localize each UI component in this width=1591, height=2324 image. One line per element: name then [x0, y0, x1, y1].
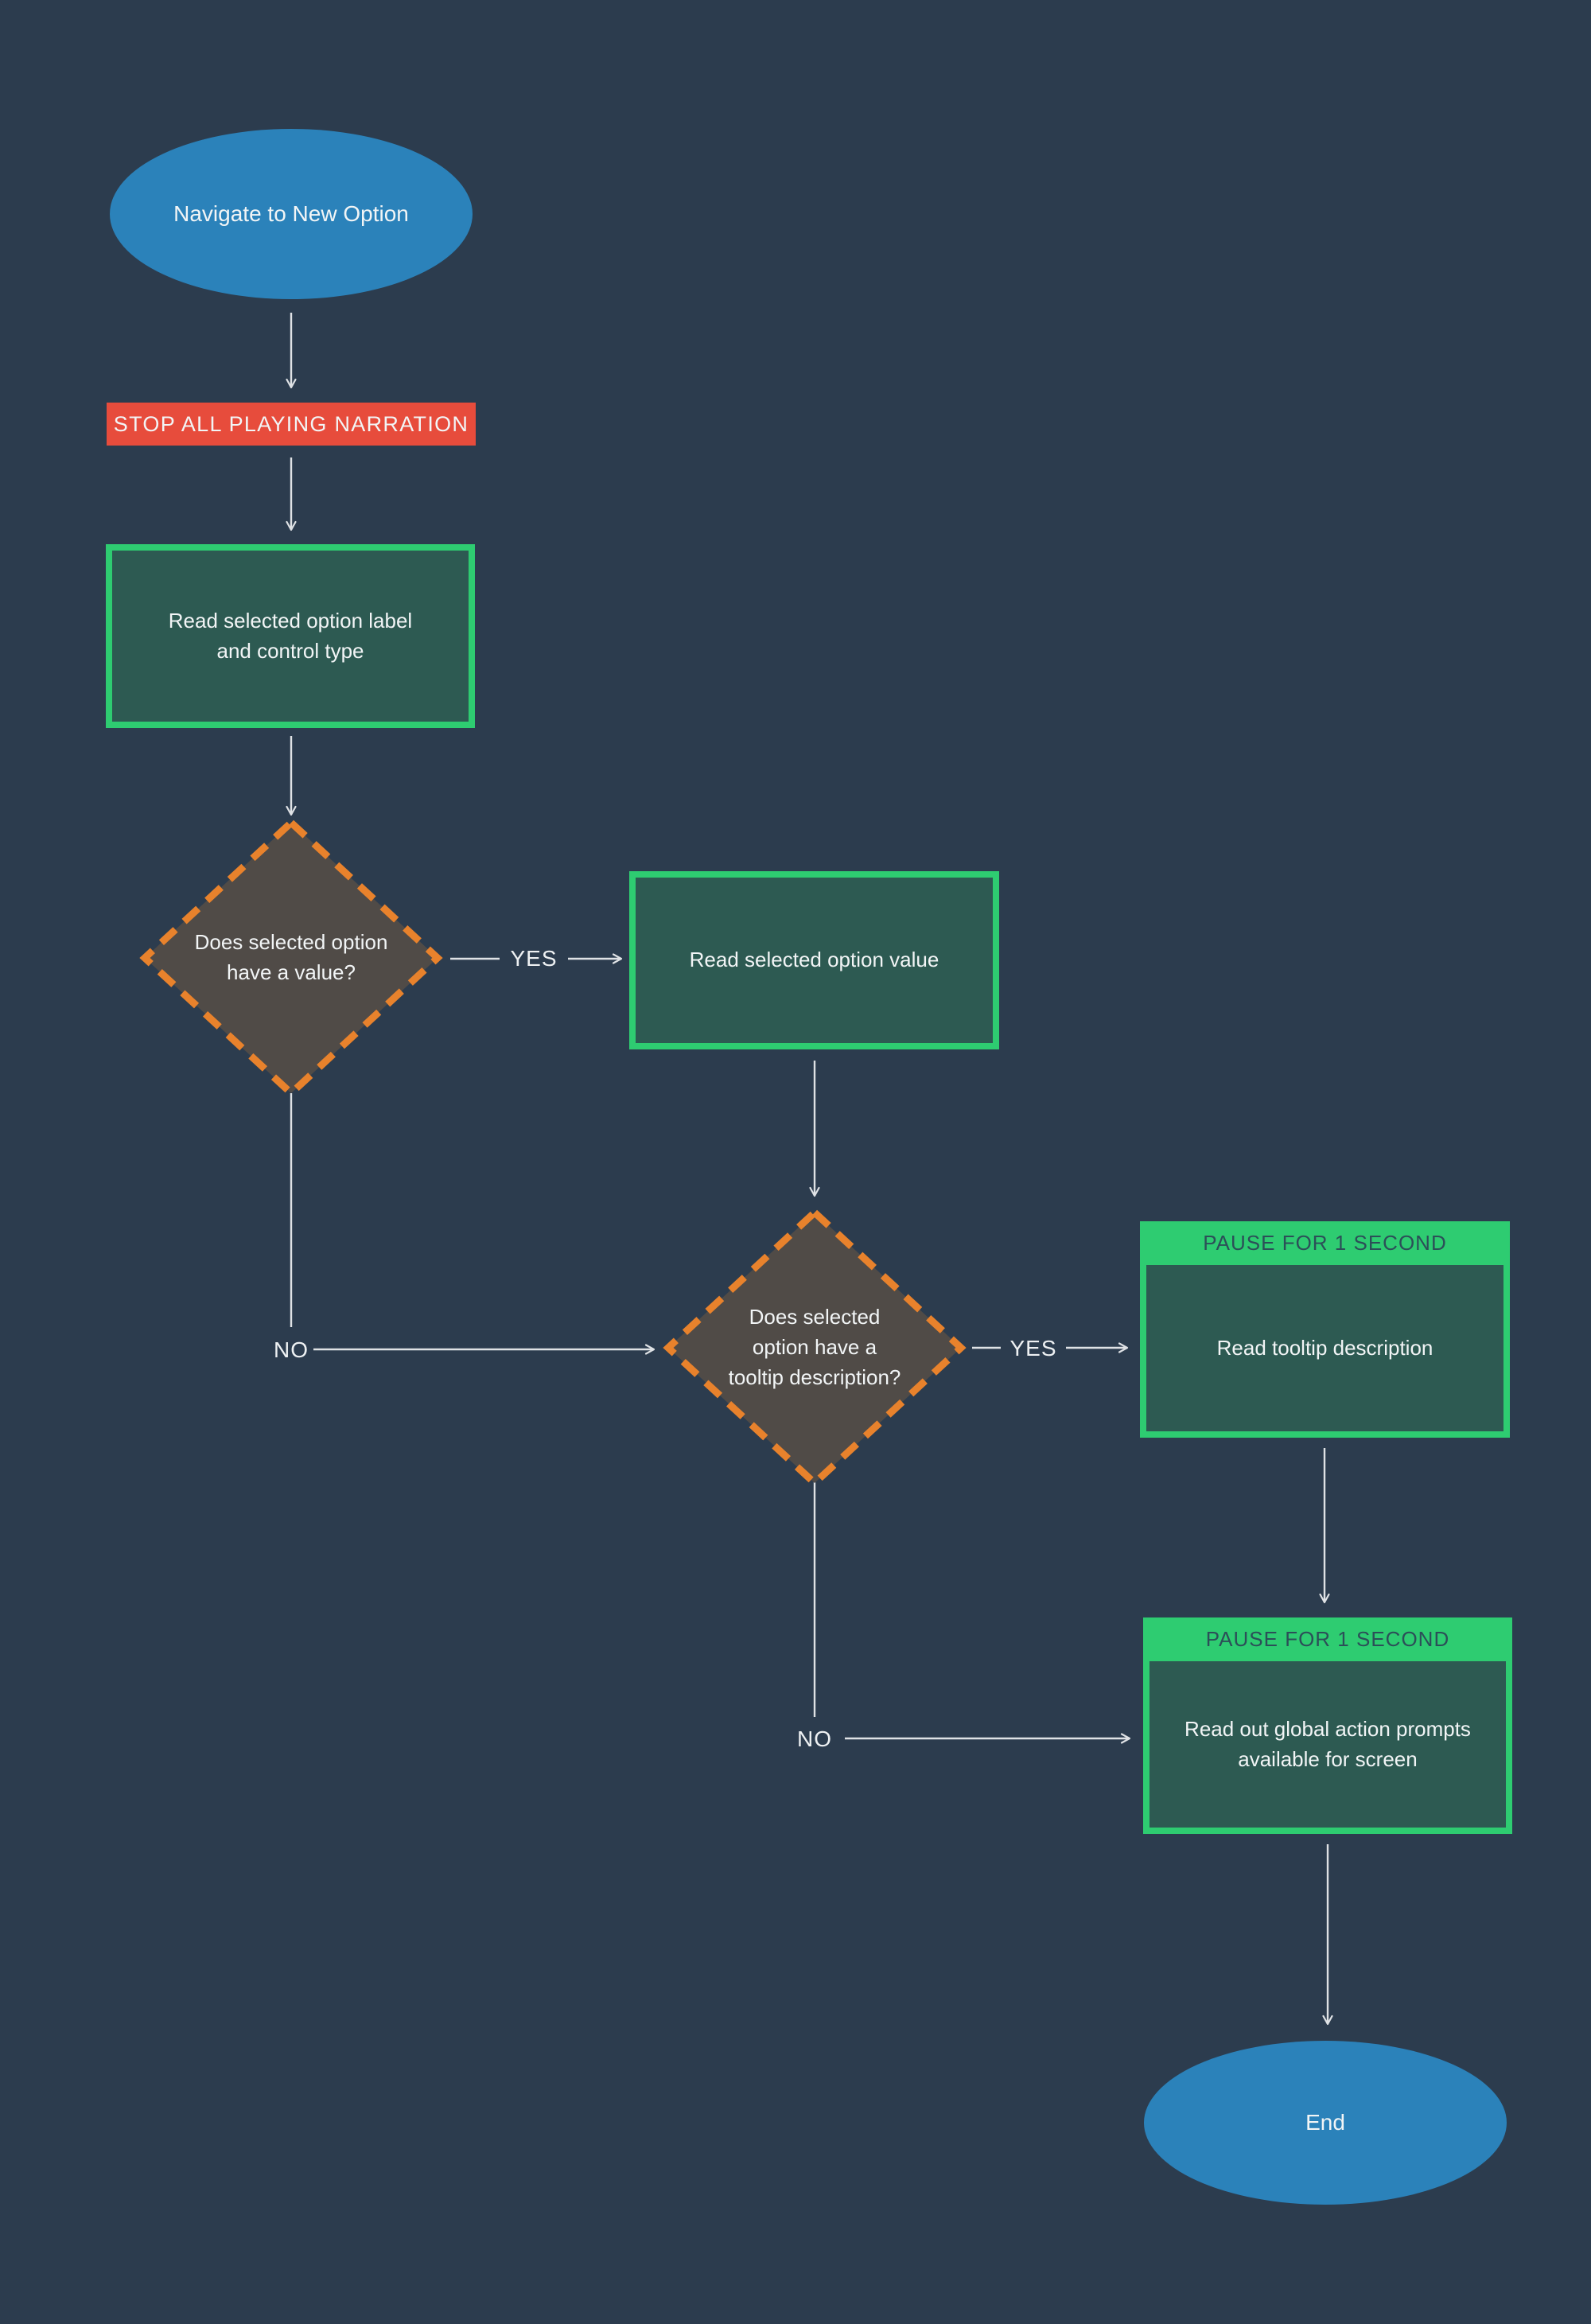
- decision-has-tooltip-shape: [663, 1207, 967, 1489]
- decision-has-value-line: have a value?: [227, 960, 356, 984]
- read-option-label-line: and control type: [216, 638, 364, 663]
- start-label: Navigate to New Option: [173, 201, 409, 226]
- pause-header: PAUSE FOR 1 SECOND: [1143, 1617, 1512, 1661]
- read-option-label-process: Read selected option label and control t…: [106, 544, 475, 728]
- decision-has-value-line: Does selected option: [194, 930, 388, 955]
- decision-has-tooltip: Does selected option have a tooltip desc…: [655, 1200, 974, 1496]
- pause-global-prompts-box: PAUSE FOR 1 SECOND Read out global actio…: [1143, 1617, 1512, 1834]
- stop-narration-label: STOP ALL PLAYING NARRATION: [113, 411, 469, 436]
- edge-label-no-1: NO: [274, 1337, 309, 1362]
- stop-narration-action: STOP ALL PLAYING NARRATION: [107, 403, 476, 446]
- edge-label-no-2: NO: [797, 1726, 832, 1751]
- pause-header-label: PAUSE FOR 1 SECOND: [1205, 1627, 1450, 1651]
- pause-body: Read tooltip description: [1146, 1265, 1503, 1431]
- read-tooltip-label: Read tooltip description: [1216, 1335, 1433, 1360]
- global-prompts-line: Read out global action prompts: [1184, 1716, 1471, 1741]
- pause-header-label: PAUSE FOR 1 SECOND: [1203, 1231, 1447, 1255]
- decision-has-value-shape: [139, 817, 443, 1099]
- end-label: End: [1305, 2110, 1345, 2135]
- global-prompts-line: available for screen: [1238, 1746, 1418, 1771]
- decision-has-tooltip-line: tooltip description?: [728, 1364, 901, 1389]
- pause-header: PAUSE FOR 1 SECOND: [1140, 1221, 1510, 1265]
- read-option-value-process: Read selected option value: [629, 871, 999, 1049]
- read-option-label-line: Read selected option label: [168, 608, 413, 633]
- edge-label-yes-1: YES: [510, 946, 558, 971]
- decision-has-tooltip-line: Does selected: [749, 1305, 881, 1329]
- pause-body: Read out global action prompts available…: [1149, 1661, 1506, 1828]
- edge-label-yes-2: YES: [1009, 1336, 1057, 1361]
- pause-read-tooltip-box: PAUSE FOR 1 SECOND Read tooltip descript…: [1140, 1221, 1510, 1438]
- start-terminator: Navigate to New Option: [110, 129, 473, 299]
- decision-has-value: Does selected option have a value?: [132, 810, 450, 1106]
- read-option-value-label: Read selected option value: [689, 948, 939, 972]
- decision-has-tooltip-line: option have a: [752, 1335, 877, 1360]
- end-terminator: End: [1144, 2041, 1507, 2205]
